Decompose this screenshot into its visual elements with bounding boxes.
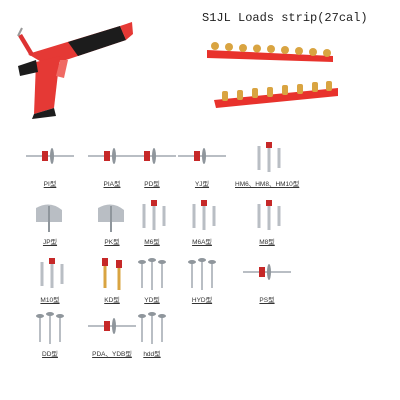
product-item: KD型 [80,256,144,308]
threaded-stud-icon [257,142,281,172]
product-item: M10型 [18,256,82,308]
product-item: HM6、HM8、HM10型 [235,140,299,192]
product-label: HM6、HM8、HM10型 [235,181,300,188]
drive-pin-icon [138,312,166,344]
pin-with-washer-icon [178,148,226,164]
product-label: M10型 [40,297,60,304]
product-label: JP型 [42,239,58,246]
product-item: YJ型 [170,140,234,192]
product-label: YD型 [144,297,160,304]
product-label: PI型 [43,181,57,188]
product-item: hdd型 [120,310,184,362]
clip-pin-icon [98,204,124,232]
product-label: PDA、YDB型 [92,351,132,358]
product-item: M6型 [120,198,184,250]
product-item: YD型 [120,256,184,308]
product-label: PK型 [104,239,120,246]
product-label: YJ型 [194,181,210,188]
product-label: PS型 [259,297,275,304]
pin-with-washer-icon [26,148,74,164]
load-strip-icon [207,42,333,62]
product-label: M8型 [259,239,275,246]
fastening-tool-icon [17,22,133,119]
knurled-pin-icon [102,258,122,290]
product-label: PD型 [144,181,160,188]
product-item: PK型 [80,198,144,250]
load-strip-icon [214,81,338,108]
drive-pin-icon [188,258,216,290]
product-item: JP型 [18,198,82,250]
product-label: DD型 [42,351,58,358]
threaded-stud-icon [257,200,281,230]
pin-with-washer-icon [88,318,136,334]
drive-pin-icon [138,258,166,290]
page-title: S1JL Loads strip(27cal) [202,11,368,25]
product-item: DD型 [18,310,82,362]
threaded-stud-icon [142,200,166,230]
product-item: PI型 [18,140,82,192]
product-item: M8型 [235,198,299,250]
product-label: PIA型 [103,181,121,188]
product-item: PD型 [120,140,184,192]
clip-pin-icon [36,204,62,232]
product-label: hdd型 [143,351,161,358]
product-label: M6A型 [192,239,212,246]
product-item: M6A型 [170,198,234,250]
drive-pin-icon [36,312,64,344]
product-label: KD型 [104,297,120,304]
product-label: M6型 [144,239,160,246]
product-item: PDA、YDB型 [80,310,144,362]
product-item: HYD型 [170,256,234,308]
pin-with-washer-icon [243,264,291,280]
threaded-stud-icon [40,258,64,288]
product-label: HYD型 [191,297,213,304]
pin-with-washer-icon [128,148,176,164]
threaded-stud-icon [192,200,216,230]
product-item: PS型 [235,256,299,308]
